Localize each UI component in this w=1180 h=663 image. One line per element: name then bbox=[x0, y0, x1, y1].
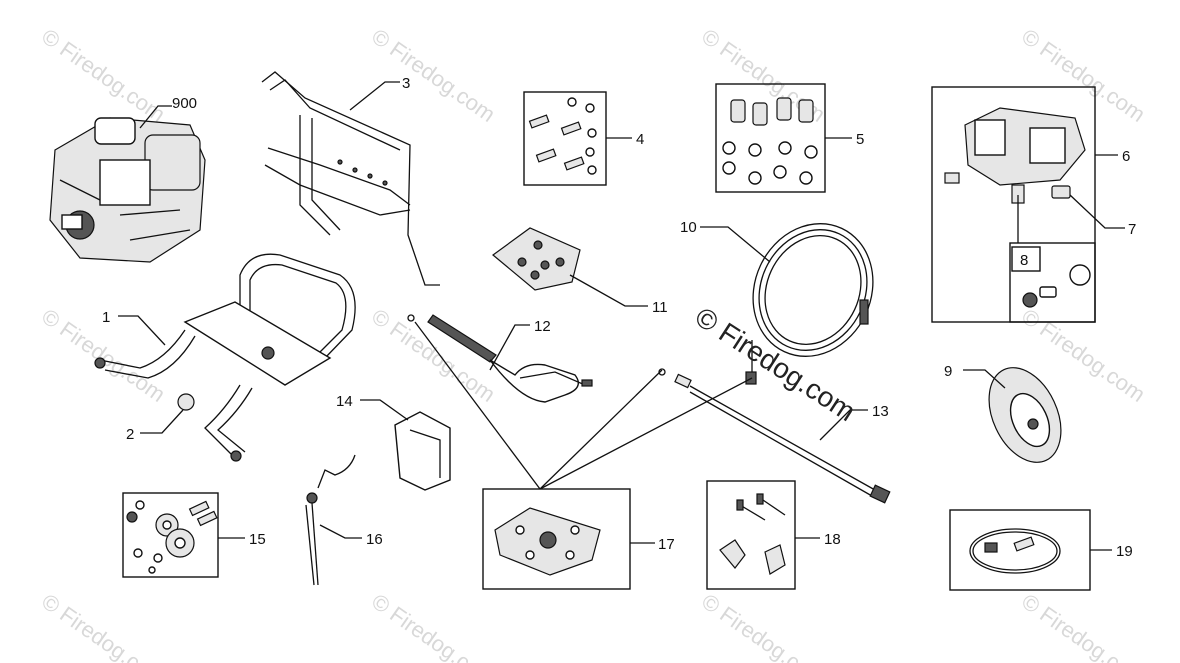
part-oring-19 bbox=[969, 528, 1061, 574]
part-bag-11 bbox=[492, 227, 581, 291]
leader-1 bbox=[118, 315, 166, 346]
part-bolts-4 bbox=[528, 97, 597, 175]
part-seal-kit-17 bbox=[494, 507, 601, 576]
part-engine bbox=[49, 117, 206, 263]
watermark-text: © Firedog.com bbox=[1017, 589, 1150, 663]
callout-9: 9 bbox=[944, 363, 952, 380]
callout-2: 2 bbox=[126, 426, 134, 443]
leader-900 bbox=[139, 105, 172, 129]
box-15 bbox=[122, 492, 219, 578]
part-fitting-7 bbox=[1051, 185, 1071, 199]
watermark-text: © Firedog.com bbox=[697, 589, 830, 663]
part-spray-gun bbox=[407, 314, 593, 403]
part-bracket-14 bbox=[394, 411, 451, 491]
callout-12: 12 bbox=[534, 318, 551, 335]
callout-14: 14 bbox=[336, 393, 353, 410]
box-17 bbox=[482, 488, 631, 590]
part-cap-2 bbox=[177, 393, 195, 411]
leader-16 bbox=[319, 524, 362, 539]
part-valve-8 bbox=[1017, 195, 1091, 308]
callout-900: 900 bbox=[172, 95, 197, 112]
box-18 bbox=[706, 480, 796, 590]
callout-18: 18 bbox=[824, 531, 841, 548]
callout-17: 17 bbox=[658, 536, 675, 553]
leader-17c bbox=[539, 377, 753, 490]
leader-10 bbox=[700, 226, 771, 263]
callout-19: 19 bbox=[1116, 543, 1133, 560]
part-mounts-5 bbox=[722, 97, 818, 185]
callout-15: 15 bbox=[249, 531, 266, 548]
leader-17b bbox=[539, 369, 663, 490]
watermark-text: © Firedog.com bbox=[37, 24, 170, 127]
leader-17a bbox=[414, 321, 541, 490]
callout-1: 1 bbox=[102, 309, 110, 326]
leader-2 bbox=[140, 409, 184, 434]
watermark-text: © Firedog.com bbox=[367, 589, 500, 663]
callout-5: 5 bbox=[856, 131, 864, 148]
callout-3: 3 bbox=[402, 75, 410, 92]
center-watermark: © Firedog.com bbox=[690, 301, 861, 427]
part-hardware-15 bbox=[126, 500, 218, 574]
part-lance bbox=[658, 368, 891, 504]
part-base-frame bbox=[94, 253, 356, 462]
watermark-text: © Firedog.com bbox=[37, 589, 170, 663]
callout-4: 4 bbox=[636, 131, 644, 148]
leader-12 bbox=[489, 324, 530, 371]
leader-13 bbox=[819, 409, 868, 441]
part-wheel bbox=[988, 367, 1062, 463]
part-pump bbox=[944, 107, 1086, 204]
leader-14 bbox=[360, 399, 409, 421]
callout-13: 13 bbox=[872, 403, 889, 420]
part-handle-frame bbox=[261, 71, 440, 286]
leader-11 bbox=[569, 274, 648, 307]
callout-10: 10 bbox=[680, 219, 697, 236]
part-knobs-18 bbox=[719, 493, 786, 575]
part-dipstick-16 bbox=[305, 454, 356, 586]
leader-9 bbox=[963, 369, 1006, 389]
box-8-label bbox=[1011, 246, 1041, 272]
callout-6: 6 bbox=[1122, 148, 1130, 165]
callout-8: 8 bbox=[1020, 252, 1028, 269]
watermark-text: © Firedog.com bbox=[367, 24, 500, 127]
callout-11: 11 bbox=[652, 299, 668, 316]
leader-3 bbox=[349, 81, 400, 111]
callout-7: 7 bbox=[1128, 221, 1136, 238]
callout-16: 16 bbox=[366, 531, 383, 548]
box-8 bbox=[1009, 242, 1096, 323]
leader-7 bbox=[1069, 194, 1125, 229]
watermark-text: © Firedog.com bbox=[1017, 24, 1150, 127]
